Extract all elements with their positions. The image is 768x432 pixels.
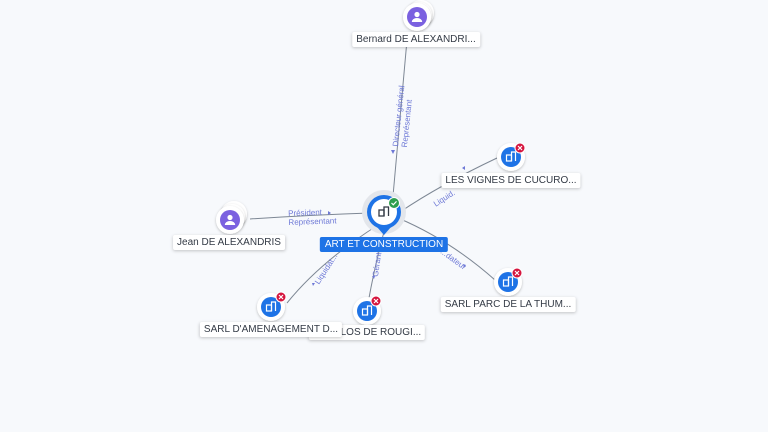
- node-label-jean[interactable]: Jean DE ALEXANDRIS: [173, 235, 285, 250]
- node-vignes[interactable]: [497, 142, 526, 171]
- node-label-bernard[interactable]: Bernard DE ALEXANDRI...: [352, 32, 480, 47]
- node-label-parc[interactable]: SARL PARC DE LA THUM...: [440, 297, 576, 312]
- edge-label-jean: Président Représentant: [288, 207, 337, 227]
- person-icon: [411, 11, 423, 22]
- arrow-vignes: [462, 166, 465, 170]
- edge-amenagement: [286, 224, 379, 304]
- node-bernard[interactable]: [403, 0, 434, 31]
- edge-parc: [397, 217, 496, 281]
- building-icon: [505, 151, 517, 162]
- node-label-vignes[interactable]: LES VIGNES DE CUCURO...: [441, 173, 581, 188]
- node-label-amenagement[interactable]: SARL D'AMENAGEMENT D...: [199, 322, 343, 337]
- active-badge-icon: [388, 197, 400, 209]
- building-icon: [361, 305, 373, 316]
- node-parc[interactable]: [494, 267, 523, 296]
- building-icon: [265, 301, 277, 312]
- person-icon: [224, 214, 236, 225]
- edge-jean: [249, 212, 371, 220]
- node-label-main[interactable]: ART ET CONSTRUCTION: [319, 237, 449, 252]
- node-clos[interactable]: [353, 295, 382, 325]
- node-main[interactable]: [362, 190, 406, 235]
- arrow-bernard: [391, 150, 395, 154]
- edge-bernard: [392, 39, 408, 197]
- edge-clos: [368, 227, 386, 299]
- arrow-parc: [463, 264, 466, 268]
- building-icon: [378, 206, 390, 217]
- edge-arrows: [312, 150, 466, 286]
- edge-label-jean-role-2: Représentant: [288, 216, 337, 227]
- node-jean[interactable]: [216, 201, 247, 234]
- node-amenagement[interactable]: [257, 291, 287, 321]
- arrow-amenagement: [312, 283, 315, 286]
- arrow-jean: [328, 211, 331, 215]
- building-icon: [502, 276, 514, 287]
- arrow-clos: [372, 276, 375, 279]
